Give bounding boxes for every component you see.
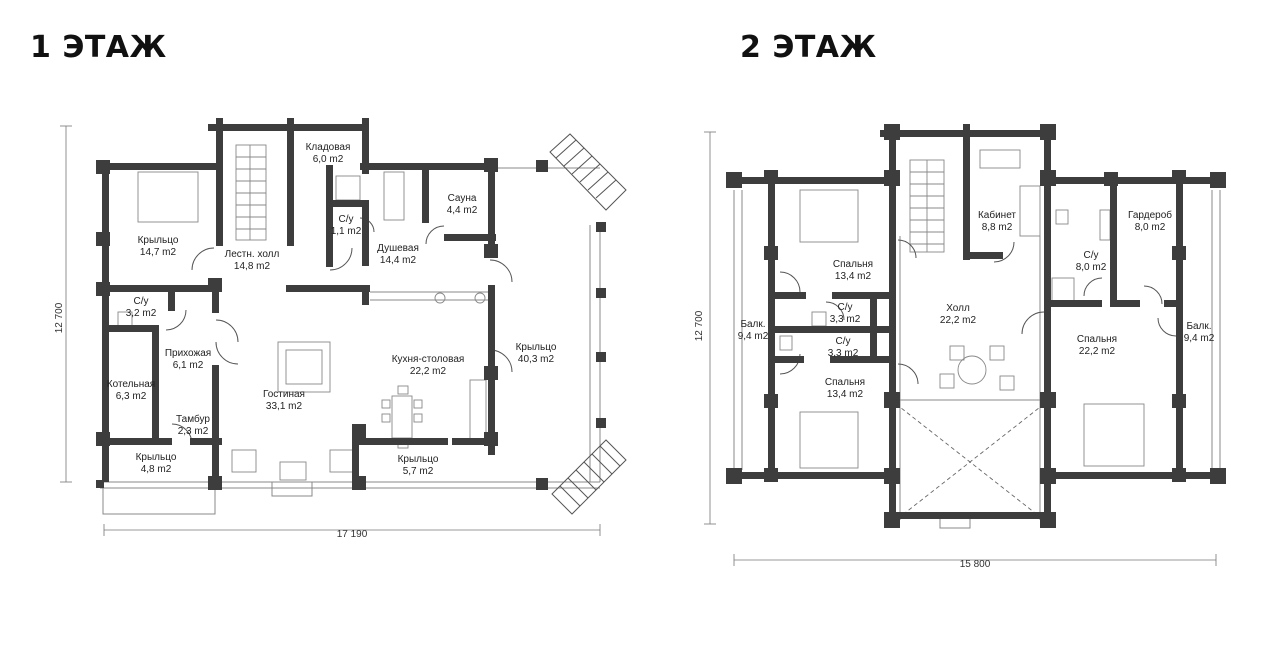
room-name: С/у: [1084, 250, 1099, 261]
room-area: 4,8 m2: [141, 464, 172, 475]
room-area: 4,4 m2: [447, 205, 478, 216]
room-name: Лестн. холл: [225, 249, 280, 260]
room-name: Спальня: [825, 377, 865, 388]
room-area: 13,4 m2: [835, 271, 872, 282]
bed-icon: [799, 189, 859, 243]
floor2-staircase: [909, 159, 945, 253]
floor1-title: 1 ЭТАЖ: [30, 30, 167, 65]
floor2-doors: [779, 239, 1177, 385]
floor2-width-dim: 15 800: [960, 559, 991, 570]
room-name: Спальня: [833, 259, 873, 270]
room-name: Спальня: [1077, 334, 1117, 345]
toilet-icon: [811, 311, 827, 327]
room-name: Крыльцо: [136, 452, 177, 463]
shower-icon: [1051, 277, 1075, 303]
bed-icon: [799, 411, 859, 469]
floor1-width-dim: 17 190: [337, 529, 368, 540]
sink-icon: [474, 292, 486, 304]
room-area: 9,4 m2: [1184, 333, 1215, 344]
room-name: Котельная: [107, 379, 155, 390]
room-name: Балк.: [740, 319, 765, 330]
room-name: С/у: [134, 296, 149, 307]
room-area: 5,7 m2: [403, 466, 434, 477]
cabinet-icon: [979, 149, 1021, 169]
floor2-height-dim: 12 700: [694, 310, 705, 341]
room-area: 1,1 m2: [331, 226, 362, 237]
floor1-room-labels: Крыльцо 14,7 m2 Лестн. холл 14,8 m2 Клад…: [107, 142, 557, 477]
room-name: Душевая: [377, 243, 419, 254]
room-area: 22,2 m2: [940, 315, 977, 326]
floor1-height-dim: 12 700: [54, 302, 65, 333]
bed-icon: [1083, 403, 1145, 467]
room-area: 3,3 m2: [828, 348, 859, 359]
armchair-icon: [329, 449, 355, 473]
room-area: 22,2 m2: [410, 366, 447, 377]
room-area: 8,0 m2: [1076, 262, 1107, 273]
room-area: 14,8 m2: [234, 261, 271, 272]
room-area: 6,3 m2: [116, 391, 147, 402]
room-area: 3,2 m2: [126, 308, 157, 319]
room-name: Гардероб: [1128, 209, 1172, 221]
room-name: Балк.: [1186, 321, 1211, 332]
floor1-plan: 12 700 17 190: [54, 118, 627, 540]
floor1-furniture: [117, 171, 487, 481]
room-name: Крыльцо: [138, 235, 179, 246]
room-name: Кладовая: [306, 142, 351, 153]
room-name: Гостиная: [263, 389, 305, 400]
floor2-walls: [726, 124, 1226, 528]
round-table-icon: [957, 355, 987, 385]
sofa-icon: [277, 341, 331, 393]
room-name: С/у: [836, 336, 851, 347]
room-name: С/у: [339, 214, 354, 225]
room-area: 14,7 m2: [140, 247, 177, 258]
shower-icon: [335, 175, 361, 201]
room-name: Крыльцо: [516, 342, 557, 353]
floor2-title: 2 ЭТАЖ: [740, 30, 877, 65]
floor1-staircase: [235, 144, 267, 241]
desk-icon: [1019, 185, 1041, 237]
room-area: 3,3 m2: [830, 314, 861, 325]
stove-icon: [434, 292, 446, 304]
floor2-dimensions: 12 700 15 800: [694, 131, 1217, 570]
room-name: Сауна: [448, 193, 477, 204]
toilet-icon: [1055, 209, 1069, 225]
room-area: 33,1 m2: [266, 401, 303, 412]
bed-icon: [137, 171, 199, 223]
room-area: 22,2 m2: [1079, 346, 1116, 357]
room-area: 6,1 m2: [173, 360, 204, 371]
room-area: 40,3 m2: [518, 354, 555, 365]
room-area: 13,4 m2: [827, 389, 864, 400]
room-area: 8,8 m2: [982, 222, 1013, 233]
armchair-icon: [231, 449, 257, 473]
floor2-void-cross: [895, 403, 1045, 521]
room-name: Кабинет: [978, 209, 1016, 221]
room-area: 8,0 m2: [1135, 222, 1166, 233]
floor1-walls: [96, 118, 606, 490]
room-name: Кухня-столовая: [392, 354, 465, 365]
bathtub-icon: [383, 171, 405, 221]
room-area: 14,4 m2: [380, 255, 417, 266]
fireplace-icon: [279, 461, 307, 481]
room-name: Холл: [946, 303, 970, 314]
floor2-room-labels: Спальня 13,4 m2 Кабинет 8,8 m2 С/у 8,0 m…: [738, 209, 1215, 400]
room-name: Прихожая: [165, 348, 211, 359]
dining-table-icon: [391, 395, 413, 439]
room-name: Тамбур: [176, 413, 210, 425]
floor2-plan: 12 700 15 800: [694, 124, 1226, 570]
floor1-porch-steps: [549, 133, 627, 515]
room-area: 2,3 m2: [178, 426, 209, 437]
room-name: Крыльцо: [398, 454, 439, 465]
room-area: 9,4 m2: [738, 331, 769, 342]
floor1-dimensions: 12 700 17 190: [54, 125, 601, 540]
room-area: 6,0 m2: [313, 154, 344, 165]
room-name: С/у: [838, 302, 853, 313]
toilet-icon: [779, 335, 793, 351]
